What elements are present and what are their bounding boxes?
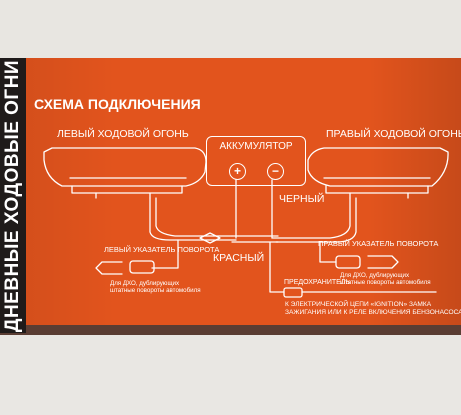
plus-terminal-icon: + <box>229 163 246 180</box>
left-light-label: ЛЕВЫЙ ХОДОВОЙ ОГОНЬ <box>57 128 189 140</box>
left-turn-label: ЛЕВЫЙ УКАЗАТЕЛЬ ПОВОРОТА <box>104 245 220 254</box>
left-harness <box>149 197 237 241</box>
right-light-icon <box>307 147 449 187</box>
battery-label: АККУМУЛЯТОР <box>219 141 293 152</box>
black-wire-label: ЧЕРНЫЙ <box>279 193 325 205</box>
box-spine <box>0 58 26 333</box>
note-line: Для ДХО, дублирующих <box>340 272 410 279</box>
ignition-wire <box>269 241 285 293</box>
note-line: штатные повороты автомобиля <box>110 287 201 294</box>
note-line: К ЭЛЕКТРИЧЕСКОЙ ЦЕПИ «IGNITION» ЗАМКА <box>285 301 432 308</box>
fuse-label: ПРЕДОХРАНИТЕЛЬ <box>284 279 350 286</box>
note-line: ЗАЖИГАНИЯ ИЛИ К РЕЛЕ ВКЛЮЧЕНИЯ БЕНЗОНАСО… <box>285 309 461 316</box>
box-bottom-edge <box>0 325 461 335</box>
left-turn-note: Для ДХО, дублирующих штатные повороты ав… <box>110 280 201 294</box>
left-light-icon <box>43 147 207 187</box>
orange-box-panel <box>0 58 461 333</box>
right-turn-wire <box>319 241 337 263</box>
battery-box: АККУМУЛЯТОР + − <box>206 136 306 186</box>
left-turn-wire <box>151 239 179 269</box>
panel-shading <box>0 58 461 333</box>
right-harness <box>271 197 351 239</box>
red-wire-label: КРАСНЫЙ <box>213 252 265 264</box>
ignition-note: К ЭЛЕКТРИЧЕСКОЙ ЦЕПИ «IGNITION» ЗАМКА ЗА… <box>285 301 461 317</box>
diagram-title: СХЕМА ПОДКЛЮЧЕНИЯ <box>34 96 201 112</box>
fuse-icon <box>283 287 303 298</box>
right-light-label: ПРАВЫЙ ХОДОВОЙ ОГОНЬ <box>326 128 461 140</box>
note-line: Для ДХО, дублирующих <box>110 280 180 287</box>
right-turn-note: Для ДХО, дублирующих штатные повороты ав… <box>340 272 431 286</box>
note-line: штатные повороты автомобиля <box>340 279 431 286</box>
minus-terminal-icon: − <box>267 163 284 180</box>
right-turn-label: ПРАВЫЙ УКАЗАТЕЛЬ ПОВОРОТА <box>318 239 439 248</box>
table-surface <box>0 335 461 415</box>
